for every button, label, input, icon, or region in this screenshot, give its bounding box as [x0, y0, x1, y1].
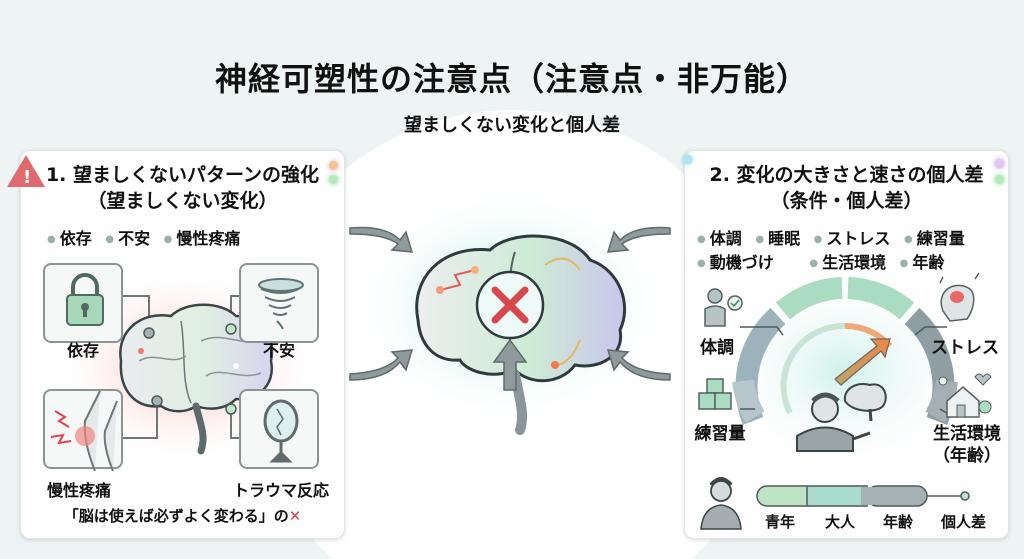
box-label: トラウマ反応	[232, 481, 329, 500]
gauge-illustration	[698, 271, 992, 530]
caption-misconception: 「脳は使えば必ずよく変わる」の✕	[21, 505, 344, 526]
tag-list-row1: 体調 睡眠 ストレス 練習量	[685, 227, 1008, 252]
panel-title-line2: （望ましくない変化）	[87, 190, 278, 212]
box-label: 慢性疼痛	[46, 481, 111, 500]
tag-item: 慢性疼痛	[164, 227, 240, 252]
box-trauma	[239, 389, 319, 469]
gauge-needle-icon	[834, 338, 891, 386]
small-brain-icon	[843, 383, 887, 422]
panel-title-line1: 2. 変化の大きさと速さの個人差	[709, 164, 984, 186]
boxes-icon	[698, 378, 732, 410]
factor-label: 体調	[700, 338, 734, 358]
box-label: 不安	[262, 341, 295, 360]
factor-label: ストレス	[931, 338, 999, 358]
tag-item: 体調	[697, 227, 742, 252]
sparkle-dot-icon	[683, 155, 692, 164]
x-mark-icon: ✕	[288, 507, 302, 525]
age-end-label: 個人差	[941, 513, 987, 531]
caption-text: 「脳は使えば必ずよく変わる」の	[63, 507, 289, 525]
page-subtitle: 望ましくない変化と個人差	[404, 115, 620, 136]
tag-list-row2: 動機づけ 生活環境 年齢	[685, 251, 1008, 276]
tag-item: 動機づけ	[697, 251, 774, 276]
box-dependence	[43, 263, 123, 343]
age-label: 大人	[825, 513, 856, 531]
tag-item: 生活環境	[809, 251, 886, 276]
tag-item: 睡眠	[755, 227, 800, 252]
inward-arrows-icon	[349, 226, 671, 391]
sparkle-dot-icon	[995, 159, 1004, 168]
panel-title-line1: 1. 望ましくないパターンの強化	[45, 164, 320, 186]
tag-list: 依存 不安 慢性疼痛	[21, 227, 344, 252]
tag-item: 依存	[47, 227, 92, 252]
sparkle-dot-icon	[329, 161, 338, 170]
x-mark-icon	[491, 286, 529, 324]
center-brain-illustration	[349, 185, 671, 435]
tornado-icon	[258, 278, 304, 330]
factor-label: 生活環境	[933, 424, 1001, 444]
tag-item: 練習量	[904, 227, 965, 252]
stressed-head-icon	[939, 272, 980, 322]
person-icon	[796, 392, 871, 452]
house-icon	[938, 373, 992, 418]
cracked-mirror-icon	[263, 399, 299, 463]
age-label: 青年	[765, 513, 796, 531]
sparkle-dot-icon	[995, 175, 1004, 184]
factor-sublabel: （年齢）	[933, 446, 1001, 466]
person-check-icon	[704, 288, 743, 327]
panel-title-line2: （条件・個人差）	[770, 190, 923, 212]
warning-triangle-icon: !	[7, 155, 45, 188]
age-bar	[700, 477, 970, 530]
box-chronic-pain	[43, 389, 123, 472]
knee-pain-icon	[50, 390, 118, 472]
page-title: 神経可塑性の注意点（注意点・非万能）	[214, 60, 809, 98]
factor-label: 練習量	[694, 424, 746, 444]
sparkle-dot-icon	[329, 175, 338, 184]
tag-item: 年齢	[900, 251, 944, 276]
age-label: 年齢	[883, 513, 914, 531]
gauge-segment	[775, 277, 843, 320]
box-anxiety	[239, 263, 319, 343]
tag-item: ストレス	[814, 227, 890, 252]
lock-icon	[66, 273, 104, 326]
tag-item: 不安	[105, 227, 150, 252]
panel-undesirable-patterns: ! 1. 望ましくないパターンの強化 （望ましくない変化） 依存 不安 慢性疼痛	[7, 150, 345, 539]
panel-individual-differences: 2. 変化の大きさと速さの個人差 （条件・個人差） 体調 睡眠 ストレス 練習量…	[683, 150, 1009, 539]
gauge-segment	[847, 277, 915, 320]
box-label: 依存	[66, 341, 99, 360]
